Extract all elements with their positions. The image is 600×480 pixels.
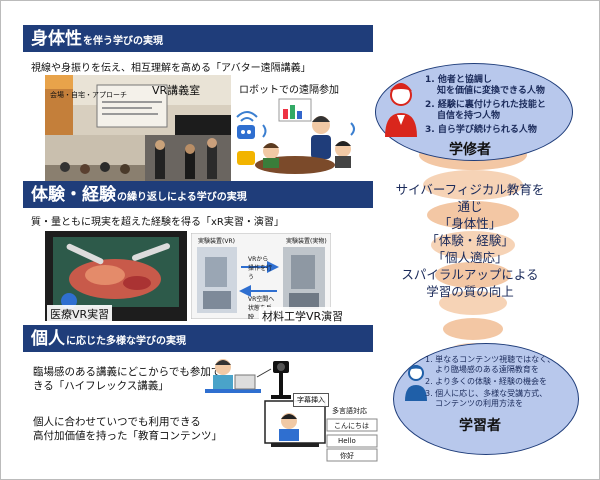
medical-vr-photo: 医療VR実習 [45,231,187,321]
section-title-big: 個人 [31,329,65,349]
center-line-5: 「個人適応」 [432,250,508,265]
content-illustration [264,400,378,462]
robot-participation-label: ロボットでの遠隔参加 [239,85,339,96]
hyflex-illustration [205,359,291,399]
center-message: サイバーフィジカル教育を 通じ 「身体性」 「体験・経験」 「個人適応」 スパイ… [395,181,545,300]
learner-bottom-item-1b: より臨場感のある遠隔教育を [435,365,539,374]
learner-top-item-1b: 知を価値に変換できる人物 [437,86,545,96]
section-title-small: に応じた多様な学びの実現 [66,336,186,347]
center-line-7: 学習の質の向上 [426,284,514,299]
vr-device-label: 実験装置(VR) [198,238,235,245]
learner-bottom-item-2: 2. より多くの体験・経験の機会を [425,377,548,386]
center-line-3: 「身体性」 [438,216,502,231]
multilingual-label: 多言語対応 [332,407,367,415]
board-text: 会場・自宅・アプローチ [50,91,127,99]
vr-classroom-photo-2 [45,135,145,183]
learner-top-item-2b: 自信を持つ人物 [437,111,501,121]
greeting-en: Hello [338,437,356,445]
section-header-physicality: 身体性 を伴う学びの実現 [23,25,373,52]
learner-top-item-2: 2. 経験に裏付けられた技能と [425,100,546,110]
materials-vr-label: 材料工学VR演習 [259,307,347,325]
learner-top-role: 学修者 [449,142,491,158]
greeting-zh: 你好 [340,452,354,460]
center-line-4: 「体験・経験」 [426,233,514,248]
real-device-label: 実験装置(実物) [286,238,327,245]
learner-top-item-3: 3. 自ら学び続けられる人物 [425,125,537,135]
section-header-experience: 体験・経験 の繰り返しによる学びの実現 [23,181,373,208]
learner-bottom-item-3b: コンテンツの利用方法を [435,399,523,408]
vr-headset-users-photo [145,135,231,183]
center-line-2: 通じ [457,199,483,214]
content-caption-line1: 個人に合わせていつでも利用できる [33,416,201,428]
hyflex-caption-line1: 臨場感のある講義にどこからでも参加で [33,366,222,378]
hyflex-caption-line2: きる「ハイフレックス講義」 [33,380,169,392]
section-title-small: の繰り返しによる学びの実現 [117,192,247,203]
center-line-1: サイバーフィジカル教育を [395,182,545,197]
section-title-small: を伴う学びの実現 [83,36,163,47]
learner-bottom-role: 学習者 [459,418,501,434]
vr-classroom-label: VR講義室 [152,84,201,97]
center-line-6: スパイラルアップによる [401,267,539,282]
robot-meeting-illustration [236,98,355,174]
learner-top-bubble [375,63,573,161]
section-header-individual: 個人 に応じた多様な学びの実現 [23,325,373,352]
subtitle-insert-label: 字幕挿入 [293,393,329,407]
xr-training-caption: 質・量ともに現実を超えた経験を得る「xR実習・演習」 [31,217,284,228]
learner-top-item-1: 1. 他者と協調し [425,75,492,85]
avatar-lecture-caption: 視線や身振りを伝え、相互理解を高める「アバター遠隔講義」 [31,63,311,74]
learner-blue-person-icon [405,365,427,401]
medical-vr-label: 医療VR実習 [47,305,113,321]
materials-vr-panel: 実験装置(VR) 実験装置(実物) VRから操作を行う VR空間へ状態を反映 [191,233,331,319]
section-title-big: 体験・経験 [31,185,116,205]
section-title-big: 身体性 [31,29,82,49]
learner-red-person-icon [385,83,417,137]
vr-operate-label: VRから操作を行う [248,256,273,281]
learner-bottom-item-3: 3. 個人に応じ、多様な受講方式、 [425,389,548,398]
content-caption-line2: 高付加価値を持った「教育コンテンツ」 [33,430,222,442]
learner-bottom-item-1: 1. 単なるコンテンツ視聴ではなく、 [425,355,556,364]
greeting-ja: こんにちは [334,422,369,430]
